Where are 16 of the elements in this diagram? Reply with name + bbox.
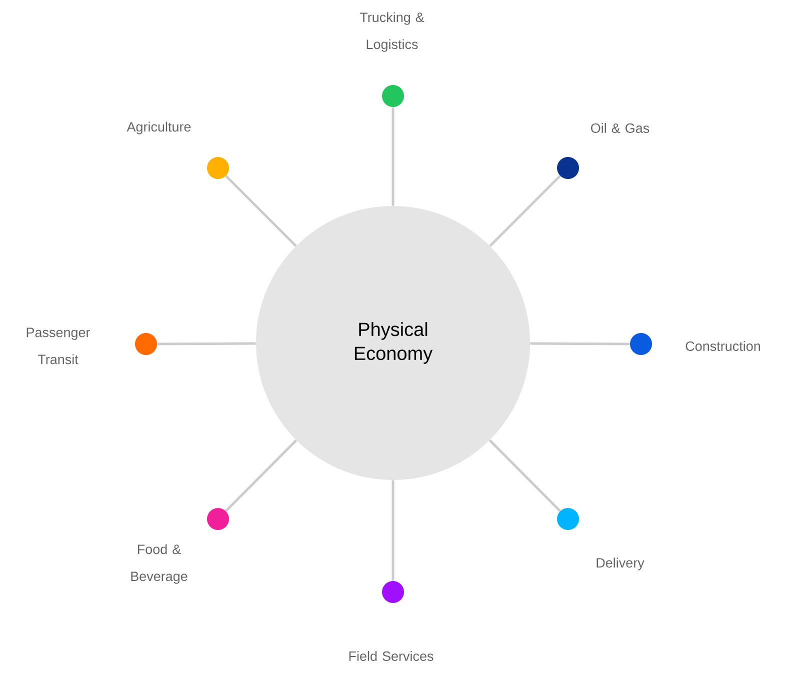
connector-line	[489, 175, 561, 247]
connector-line	[392, 107, 394, 206]
connector-line	[225, 439, 298, 512]
sector-label: Construction	[686, 341, 760, 351]
sector-label: Agriculture	[126, 122, 191, 134]
connector-line	[392, 480, 394, 581]
connector-line	[488, 439, 561, 512]
connector-line	[530, 342, 630, 346]
sector-label: Field Services	[349, 651, 434, 661]
sector-label: Food & Beverage	[131, 544, 188, 584]
sector-label: Passenger Transit	[26, 328, 90, 364]
connector-line	[225, 175, 297, 247]
sector-label: Trucking & Logistics	[360, 12, 424, 52]
sector-label: Oil & Gas	[591, 123, 650, 133]
sector-label: Delivery	[596, 558, 644, 570]
connector-line	[157, 342, 256, 346]
